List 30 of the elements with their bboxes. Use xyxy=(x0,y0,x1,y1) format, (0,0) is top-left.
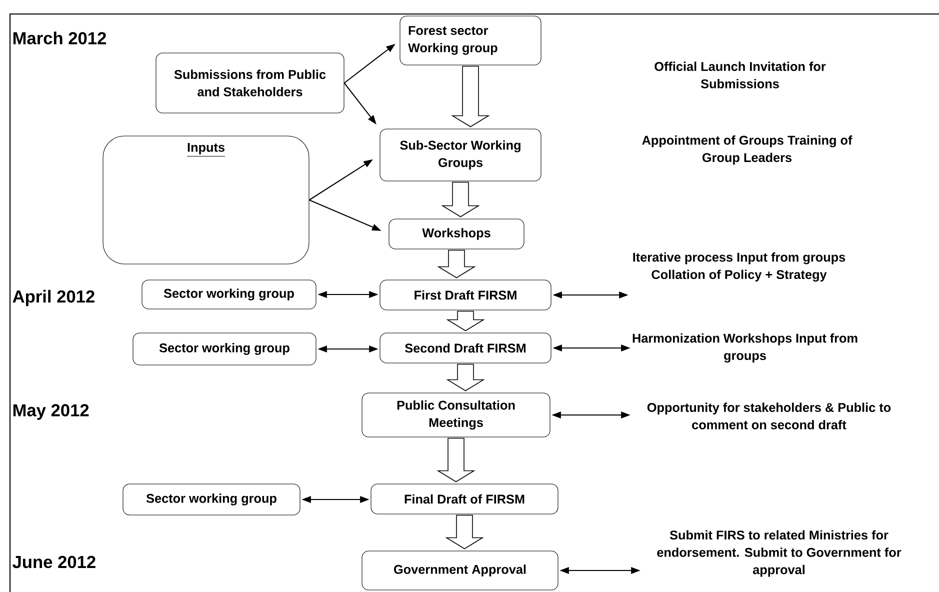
month-label: June 2012 xyxy=(12,556,96,568)
process-box: First Draft FIRSM xyxy=(380,280,552,310)
block-arrow xyxy=(451,66,490,128)
month-label: May 2012 xyxy=(13,404,89,420)
process-box: Workshops xyxy=(388,218,524,250)
block-arrow xyxy=(436,438,476,482)
process-box: Sector working group xyxy=(132,332,316,366)
note-text: Official Launch Invitation for Submissions xyxy=(654,62,826,88)
note-text: Harmonization Workshops Input from groups xyxy=(632,333,858,363)
block-arrow xyxy=(446,310,485,332)
note-text: Opportunity for stakeholders & Public to comment on second draft xyxy=(647,402,891,430)
note-text: Appointment of Groups Training of Group Leaders xyxy=(642,135,852,165)
process-box: Submissions from Public and Stakeholders xyxy=(156,52,344,114)
process-box: Sector working group xyxy=(142,280,316,310)
block-arrow xyxy=(441,182,480,218)
process-box: Sector working group xyxy=(122,484,300,516)
month-label: April 2012 xyxy=(12,290,94,306)
block-arrow xyxy=(445,514,484,550)
process-box: Government Approval xyxy=(362,550,558,590)
process-box: Final Draft of FIRSM xyxy=(370,484,558,514)
month-label: March 2012 xyxy=(13,32,106,44)
process-box: Forest sector Working group xyxy=(400,16,542,66)
input-box: Inputs xyxy=(102,136,310,264)
note-text: Submit FIRS to related Ministries for endorsement. Submit to Government for approval xyxy=(657,530,902,577)
process-box: Sub-Sector Working Groups xyxy=(380,128,542,182)
process-box: Second Draft FIRSM xyxy=(380,332,552,364)
block-arrow xyxy=(437,250,476,278)
note-text: Iterative process Input from groups Collation of Policy + Strategy xyxy=(633,252,846,282)
process-box: Public Consultation Meetings xyxy=(362,392,550,438)
block-arrow xyxy=(446,364,485,392)
